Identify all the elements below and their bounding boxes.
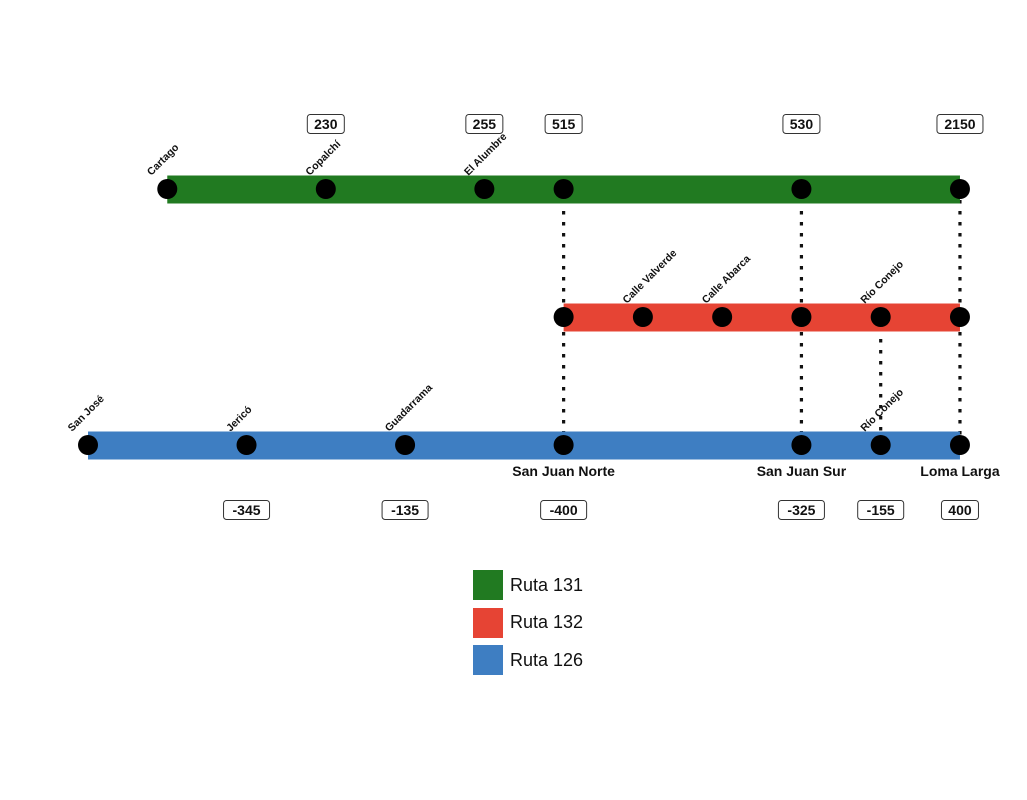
top-value-box — [936, 114, 984, 134]
bottom-value-box — [777, 500, 825, 520]
stop-marker — [395, 435, 416, 455]
stop-label: Río Conejo — [858, 386, 906, 434]
legend-swatch — [473, 645, 503, 675]
bottom-value-box — [857, 500, 905, 520]
legend-label: Ruta 126 — [510, 649, 584, 670]
stop-marker — [949, 435, 970, 455]
transfer-station-label: San Juan Norte — [512, 463, 615, 479]
bottom-value-label: -135 — [391, 502, 419, 518]
stop-label: Calle Valverde — [621, 247, 680, 306]
stop-label: Calle Abarca — [700, 253, 753, 306]
top-value-label: 515 — [552, 116, 576, 132]
top-value-box — [465, 114, 504, 134]
legend-swatch — [473, 607, 503, 638]
stop-marker — [632, 307, 653, 327]
bottom-value-box — [540, 500, 588, 520]
top-value-label: 230 — [314, 116, 338, 132]
stop-marker — [78, 435, 98, 455]
stop-label: Copalchí — [303, 138, 344, 179]
top-value-box — [544, 114, 583, 134]
stop-label: El Alumbre — [462, 131, 510, 179]
stop-marker — [870, 307, 891, 327]
bottom-value-label: -155 — [867, 502, 895, 518]
stop-marker — [791, 179, 812, 199]
stop-label: Cartago — [145, 142, 182, 179]
bottom-value-label: -345 — [233, 502, 261, 518]
top-value-box — [782, 114, 821, 134]
top-value-label: 530 — [790, 116, 814, 132]
stop-label: San José — [66, 393, 107, 434]
stop-label: Jericó — [224, 404, 254, 434]
transfer-station-label: Loma Larga — [920, 463, 1000, 479]
top-value-box — [306, 114, 345, 134]
stop-label: Guadarrama — [383, 382, 435, 434]
legend-swatch — [473, 570, 503, 600]
stop-marker — [949, 307, 970, 327]
stop-marker — [712, 307, 733, 327]
bottom-value-box — [223, 500, 271, 520]
stop-marker — [791, 307, 812, 327]
transfer-station-label: San Juan Sur — [757, 463, 847, 479]
route-bars — [88, 175, 960, 460]
stop-marker — [236, 435, 257, 455]
legend-label: Ruta 131 — [510, 574, 584, 595]
route-stops — [78, 179, 970, 455]
stop-marker — [157, 179, 178, 199]
bottom-value-box — [381, 500, 429, 520]
bottom-value-label: 400 — [948, 502, 972, 518]
value-boxes: 230 255 515 530 2150 -345 -135 -400 -325 -155 400 — [223, 114, 984, 520]
stop-marker — [553, 435, 574, 455]
route-bar-r132 — [563, 303, 960, 332]
top-value-label: 255 — [473, 116, 497, 132]
stop-label: Río Conejo — [858, 258, 906, 306]
bottom-value-box — [940, 500, 979, 520]
stop-marker — [553, 179, 574, 199]
stop-marker — [949, 179, 970, 199]
legend-item-ruta-126: Ruta 126 — [473, 645, 583, 675]
stop-marker — [791, 435, 812, 455]
bottom-value-label: -325 — [787, 502, 815, 518]
top-value-label: 2150 — [944, 116, 975, 132]
bottom-value-label: -400 — [550, 502, 578, 518]
route-bar-r126 — [88, 431, 960, 460]
stop-marker — [474, 179, 495, 199]
stop-marker — [553, 307, 574, 327]
stop-marker — [870, 435, 891, 455]
stop-marker — [315, 179, 336, 199]
legend-item-ruta-132: Ruta 132 — [473, 607, 584, 638]
legend-item-ruta-131: Ruta 131 — [473, 570, 583, 600]
legend-label: Ruta 132 — [510, 612, 584, 632]
legend: Ruta 131 Ruta 132 Ruta 126 — [473, 570, 583, 683]
